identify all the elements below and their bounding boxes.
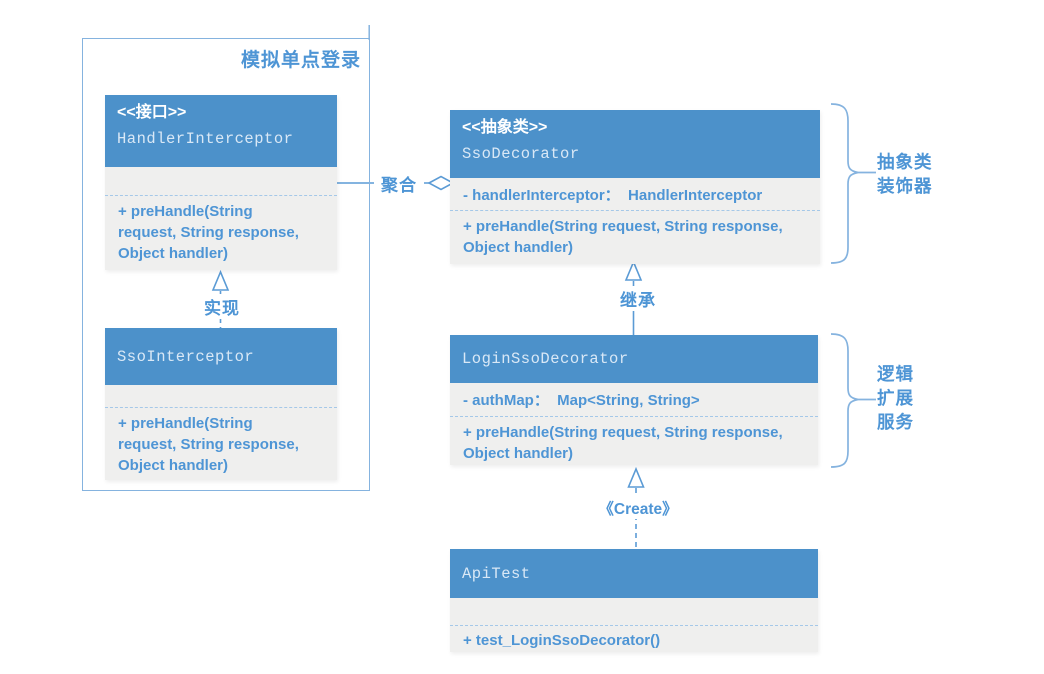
fields-section xyxy=(105,167,337,195)
group-title: 模拟单点登录 xyxy=(240,50,361,71)
methods-section: + preHandle(String request, String respo… xyxy=(450,416,818,465)
stereotype-label: <<接口>> xyxy=(117,104,187,121)
methods-section: + preHandle(String request, String respo… xyxy=(450,210,820,264)
class-header: SsoInterceptor xyxy=(105,328,337,385)
class-name: HandlerInterceptor xyxy=(117,130,294,148)
fields-section xyxy=(450,598,818,625)
methods-section: + preHandle(String request, String respo… xyxy=(105,195,337,270)
class-box-login-sso-decorator: LoginSsoDecorator - authMap： Map<String,… xyxy=(450,335,818,465)
brace-abstract-decorator xyxy=(830,103,859,264)
stereotype-label: <<抽象类>> xyxy=(462,119,548,136)
class-box-handler-interceptor: <<接口>> HandlerInterceptor + preHandle(St… xyxy=(105,95,337,270)
class-header: <<抽象类>> SsoDecorator xyxy=(450,110,820,178)
implements-label: 实现 xyxy=(196,294,248,319)
class-box-sso-decorator: <<抽象类>> SsoDecorator - handlerIntercepto… xyxy=(450,110,820,264)
class-header: ApiTest xyxy=(450,549,818,598)
class-name: SsoInterceptor xyxy=(117,347,255,366)
class-header: LoginSsoDecorator xyxy=(450,335,818,383)
annotation-line: 装饰器 xyxy=(877,176,933,196)
fields-section: - authMap： Map<String, String> xyxy=(463,392,700,409)
annotation-line: 服务 xyxy=(877,412,914,432)
annotation-logic-service: 逻辑 扩展 服务 xyxy=(877,362,914,434)
class-box-sso-interceptor: SsoInterceptor + preHandle(String reques… xyxy=(105,328,337,480)
class-header: <<接口>> HandlerInterceptor xyxy=(105,95,337,167)
create-label: 《Create》 xyxy=(594,497,682,519)
brace-logic-service xyxy=(830,333,859,468)
class-name: LoginSsoDecorator xyxy=(462,350,629,368)
annotation-abstract-decorator: 抽象类 装饰器 xyxy=(877,150,933,198)
sso-group-frame: 模拟单点登录 xyxy=(82,38,370,491)
annotation-line: 扩展 xyxy=(877,388,914,408)
class-body: + preHandle(String request, String respo… xyxy=(105,167,337,270)
inherits-arrowhead xyxy=(624,259,643,281)
class-name: ApiTest xyxy=(462,564,531,583)
fields-section xyxy=(105,385,337,407)
class-body: - handlerInterceptor： HandlerInterceptor… xyxy=(450,178,820,264)
create-arrowhead xyxy=(627,466,645,488)
class-body: - authMap： Map<String, String> + preHand… xyxy=(450,383,818,465)
class-body: + preHandle(String request, String respo… xyxy=(105,385,337,480)
class-name: SsoDecorator xyxy=(462,145,580,163)
annotation-line: 逻辑 xyxy=(877,364,914,384)
class-body: + test_LoginSsoDecorator() xyxy=(450,598,818,652)
fields-section: - handlerInterceptor： HandlerInterceptor xyxy=(463,187,763,204)
aggregation-label: 聚合 xyxy=(374,171,424,196)
methods-section: + test_LoginSsoDecorator() xyxy=(450,625,818,652)
class-box-api-test: ApiTest + test_LoginSsoDecorator() xyxy=(450,549,818,652)
annotation-line: 抽象类 xyxy=(877,152,933,172)
methods-section: + preHandle(String request, String respo… xyxy=(105,407,337,480)
inherits-label: 继承 xyxy=(612,286,664,311)
